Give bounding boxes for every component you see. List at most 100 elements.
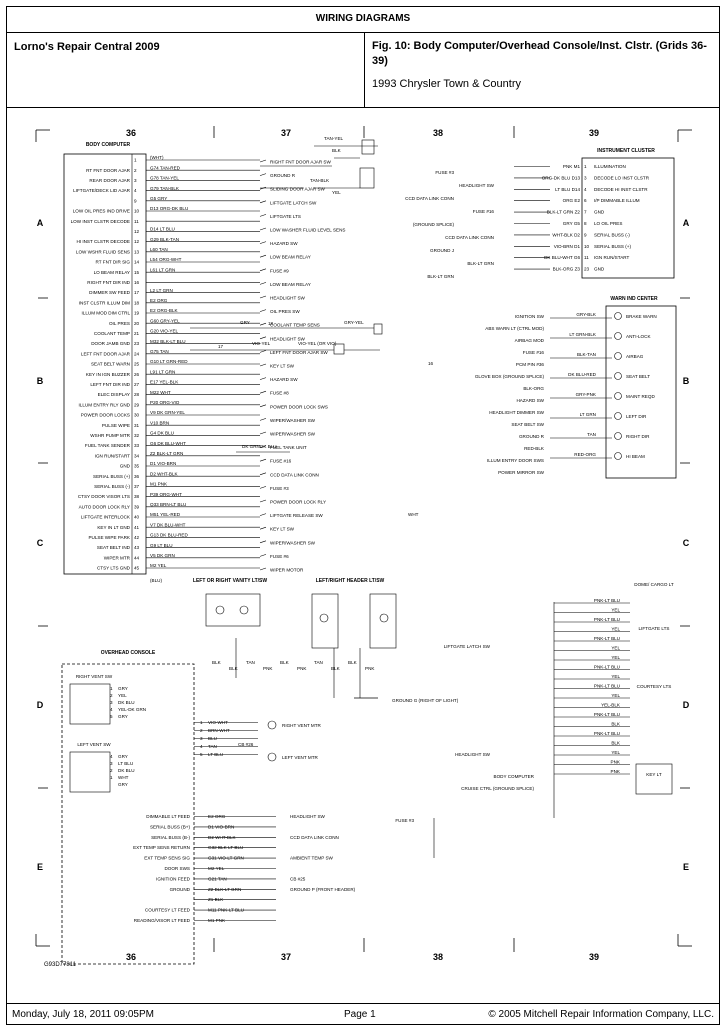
wire-break xyxy=(259,254,267,258)
left-destination-label: FUSE #6 xyxy=(270,554,289,559)
bc-pin-number: 31 xyxy=(134,423,140,428)
lamp-bulb-icon xyxy=(239,605,249,615)
bc-pin-number: 3 xyxy=(134,178,137,183)
inline-wire-label: 16 xyxy=(428,361,434,366)
left-vent-mtr-label: LEFT VENT MTR xyxy=(282,755,319,760)
bc-pin-number: 1 xyxy=(134,158,137,163)
ground-g-label: GROUND G (RIGHT OF LIGHT) xyxy=(392,698,459,703)
right-lower-wire: PNK-LT BLU xyxy=(594,598,620,603)
bc-wire-label: G6 DK BLU-WHT xyxy=(150,441,186,446)
left-destination-label: SLIDING DOOR AJAR SW xyxy=(270,187,326,192)
header-divider xyxy=(364,33,365,108)
oh-lower-label: GROUND xyxy=(170,887,191,892)
motor-icon xyxy=(267,720,277,730)
wire-break xyxy=(259,241,267,244)
rv-pin-wire: GRY xyxy=(118,714,128,719)
bc-pin-number: 45 xyxy=(134,566,140,571)
bc-pin-label: LEFT FNT DIR IND xyxy=(90,382,130,387)
bc-pin-number: 20 xyxy=(134,321,140,326)
bc-pin-number: 30 xyxy=(134,413,140,418)
left-destination-label: FUSE #8 xyxy=(270,391,289,396)
ic-pin-label: ILLUMINATION xyxy=(594,164,626,169)
bc-pin-label: FUEL TANK SENDER xyxy=(85,443,131,448)
ic-pin-number: 9 xyxy=(584,232,587,237)
motor-icon xyxy=(267,752,277,762)
warn-pin-wire: GRY-BLK xyxy=(576,312,597,317)
wire-break xyxy=(259,418,267,421)
center-wire-color: TAN xyxy=(246,660,255,665)
bc-pin-label: SERIAL BUSS (-) xyxy=(94,484,130,489)
inline-wire-label: YEL xyxy=(332,190,341,195)
ic-pin-number: 11 xyxy=(584,255,589,260)
bc-wire-label: D1 VIO-BRN xyxy=(150,461,176,466)
right-lower-wire: YEL xyxy=(611,646,620,651)
grid-row-label-right: B xyxy=(683,376,690,386)
wire-break xyxy=(259,322,267,326)
oh-lower-dest: HEADLIGHT SW xyxy=(290,814,326,819)
bc-wire-label: D2 WHT-BLK xyxy=(150,471,179,476)
bc-pin-label: RT FNT DOOR AJAR xyxy=(86,168,131,173)
lamp-bulb-icon xyxy=(379,613,389,623)
bc-pin-number: 25 xyxy=(134,362,140,367)
wire-break xyxy=(259,200,267,204)
source-name: Lorno's Repair Central 2009 xyxy=(14,41,160,53)
warn-source-label: HAZARD SW xyxy=(516,398,544,403)
left-destination-label: FUSE #16 xyxy=(270,459,292,464)
grid-col-label-bottom: 39 xyxy=(589,952,599,962)
grid-row-label-left: E xyxy=(37,862,43,872)
rv-pin-number: 5 xyxy=(110,714,113,719)
wire-break xyxy=(259,472,267,476)
ic-pin-number: 23 xyxy=(584,267,590,272)
bc-pin-number: 35 xyxy=(134,464,140,469)
header-light-title: LEFT/RIGHT HEADER LT/SW xyxy=(316,578,385,584)
wire-break xyxy=(259,567,267,571)
ic-pin-label: GND xyxy=(594,267,605,272)
ic-pin-wire: WHT-BLK D2 xyxy=(552,232,580,237)
warn-pin-wire: DK BLU-RED xyxy=(568,372,597,377)
left-destination-label: HEADLIGHT SW xyxy=(270,296,306,301)
bc-wire-label: E2 ORG-BLK xyxy=(150,308,179,313)
warn-pin-label: AIRBAG xyxy=(626,354,644,359)
bc-pin-label: PULSE WIPE PARK xyxy=(88,535,130,540)
indicator-lamp-icon xyxy=(614,392,622,400)
right-lower-wire: YEL xyxy=(611,655,620,660)
right-lower-label: BODY COMPUTER xyxy=(494,774,535,779)
bc-wire-label: G78 TAN-YEL xyxy=(150,176,179,181)
bc-pin-number: 32 xyxy=(134,433,140,438)
wire-break xyxy=(259,390,267,394)
left-destination-label: WIPER/WASHER SW xyxy=(270,432,316,437)
rv-pin-wire: YEL-DK GRN xyxy=(118,707,146,712)
switch-box xyxy=(359,167,375,189)
key-light-label: KEY LT xyxy=(646,772,662,777)
right-lower-wire: BLK xyxy=(611,741,621,746)
grid-row-label-right: E xyxy=(683,862,689,872)
bc-wire-label: M2 YEL xyxy=(150,563,167,568)
bc-pin-label: COOLANT TEMP xyxy=(94,331,130,336)
oh-lower-label: SERIAL BUSS (B-) xyxy=(151,835,190,840)
bc-pin-number: 19 xyxy=(134,311,140,316)
bc-pin-label: IGN RUN/START xyxy=(95,453,130,458)
indicator-lamp-icon xyxy=(614,312,622,320)
bc-wire-label: G74 TAN-RED xyxy=(150,165,181,170)
bc-wire-label: Q33 BRN-LT BLU xyxy=(150,502,186,507)
left-destination-label: LOW BEAM RELAY xyxy=(270,255,311,260)
ic-pin-label: DECODE HI INST CLSTR xyxy=(594,187,648,192)
ic-pin-wire: GRY G5 xyxy=(563,221,581,226)
left-destination-label: FUEL TANK UNIT xyxy=(270,445,307,450)
oh-lower-label: IGNITION FEED xyxy=(156,876,191,881)
bc-pin-label: LIFTGATE INTERLOCK xyxy=(81,515,131,520)
bc-pin-number: 39 xyxy=(134,504,140,509)
left-destination-label: RIGHT FNT DOOR AJAR SW xyxy=(270,160,331,165)
right-lower-wire: YEL xyxy=(611,693,620,698)
indicator-lamp-icon xyxy=(614,332,622,340)
grid-col-label-bottom: 37 xyxy=(281,952,291,962)
bc-pin-label: SEAT BELT WARN xyxy=(91,362,130,367)
warn-source-label: ILLUM ENTRY DOOR SWS xyxy=(487,458,544,463)
courtesy-lts-label: COURTESY LTS xyxy=(637,684,672,689)
bc-pin-number: 2 xyxy=(134,168,137,173)
ic-external-label: CCD DATA LINK CONN xyxy=(405,196,454,201)
bc-wire-label: L91 LT GRN xyxy=(150,369,175,374)
